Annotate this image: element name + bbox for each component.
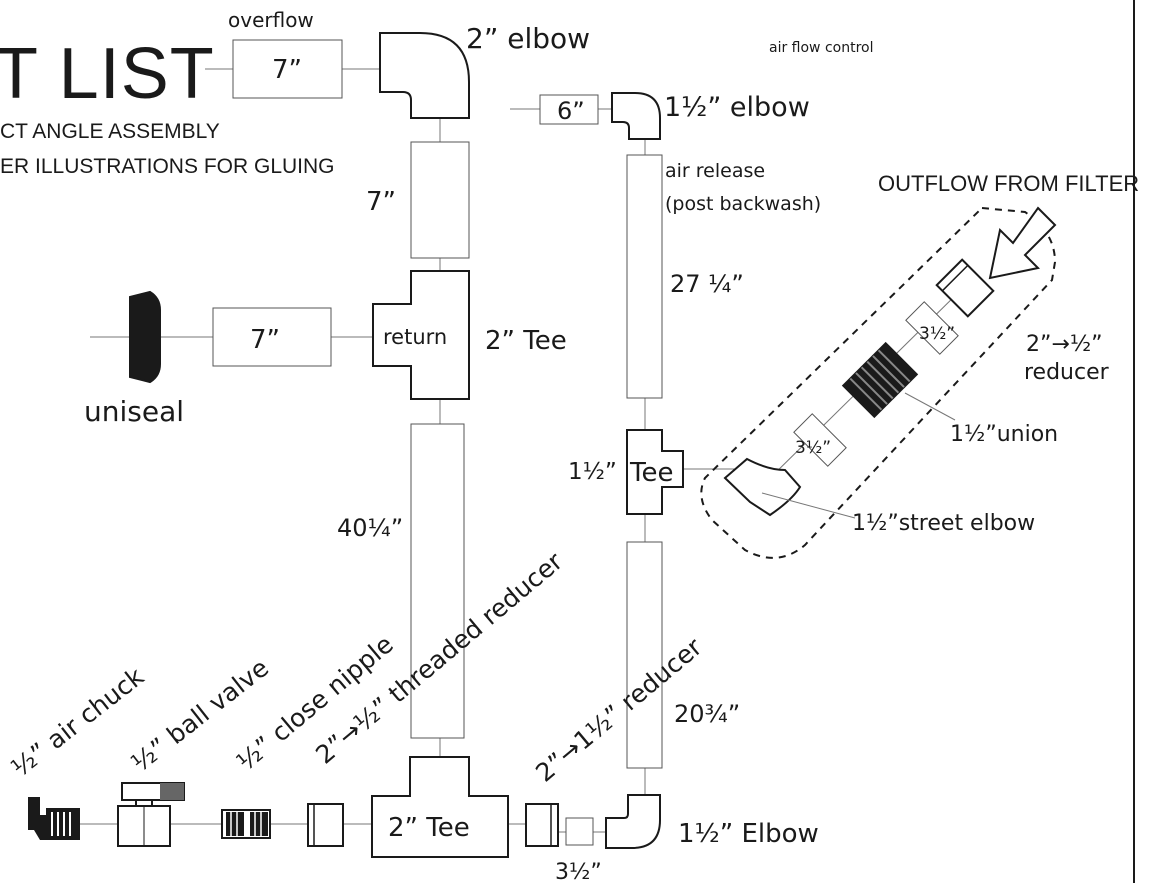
connector-lines — [80, 68, 740, 833]
bottom-short-pipe-length: 3½” — [555, 860, 602, 883]
vertical-pipe-top — [410, 141, 470, 259]
overflow-label: overflow — [228, 8, 314, 32]
elbow-15in-bottom-label: 1½” Elbow — [678, 819, 819, 849]
elbow-15in-bottom — [605, 794, 661, 849]
tee-2in-bottom — [371, 756, 509, 858]
reducer-2-to-half-label-a: 2”→½” — [1026, 332, 1103, 357]
lower-right-pipe-length: 20¾” — [674, 700, 740, 728]
vertical-pipe-top-length: 7” — [366, 187, 396, 217]
return-pipe — [212, 307, 332, 367]
threaded-reducer-fitting — [307, 803, 344, 847]
air-release-pipe — [626, 154, 663, 399]
uniseal-fitting — [129, 290, 161, 384]
page-title: T LIST — [0, 34, 215, 114]
reducer-2-to-half-label-b: reducer — [1024, 360, 1110, 385]
lower-right-pipe — [626, 541, 663, 769]
tee-2in-bottom-label: 2” Tee — [388, 813, 470, 843]
tee-2in-top-label: 2” Tee — [485, 326, 567, 356]
tee-15in — [626, 429, 684, 515]
tee-2in-return — [372, 270, 470, 400]
bottom-short-pipe — [565, 817, 594, 846]
air-pipe — [539, 94, 599, 125]
elbow-15in-top — [611, 92, 661, 140]
diag-upper-pipe — [905, 301, 959, 355]
outflow-from-filter-label: OUTFLOW FROM FILTER — [878, 171, 1139, 196]
air-release-label-2: (post backwash) — [665, 193, 821, 215]
reducer-2-to-15-fitting — [525, 803, 559, 847]
outflow-arrow — [988, 206, 1057, 280]
tee-15in-size-label: 1½” — [568, 459, 617, 485]
air-release-label-1: air release — [665, 160, 765, 182]
air-flow-control-label: air flow control — [769, 40, 874, 56]
street-elbow-label: 1½”street elbow — [852, 511, 1035, 536]
elbow-2in-top — [379, 32, 470, 119]
elbow-2in-label: 2” elbow — [466, 22, 590, 55]
union-label: 1½”union — [950, 422, 1058, 447]
diag-lower-pipe-length: 3½” — [795, 438, 831, 458]
reducer-2-to-half-diagonal — [935, 258, 995, 318]
return-label: return — [383, 325, 447, 349]
air-chuck-label: ½” air chuck — [6, 661, 150, 782]
union-fitting — [841, 341, 919, 419]
subtitle-line-1: CT ANGLE ASSEMBLY — [0, 120, 220, 143]
uniseal-label: uniseal — [84, 395, 184, 428]
overflow-pipe-length: 7” — [272, 55, 302, 85]
tee-15in-word-label: Tee — [629, 458, 673, 488]
subtitle-line-2: ER ILLUSTRATIONS FOR GLUING — [0, 155, 335, 178]
main-vertical-pipe-length: 40¼” — [337, 514, 403, 542]
return-pipe-length: 7” — [250, 325, 280, 355]
ball-valve-fitting — [117, 782, 185, 847]
overflow-pipe — [232, 39, 343, 99]
diag-lower-pipe — [793, 413, 847, 467]
diag-upper-pipe-length: 3½” — [919, 324, 955, 344]
street-elbow-fitting — [723, 457, 802, 517]
outflow-dashed-boundary — [700, 206, 1057, 559]
air-pipe-length: 6” — [557, 97, 585, 125]
air-chuck-fitting — [28, 797, 80, 840]
close-nipple-fitting — [221, 809, 271, 839]
elbow-15in-top-label: 1½” elbow — [664, 92, 810, 123]
air-release-pipe-length: 27 ¼” — [670, 270, 744, 298]
main-vertical-pipe — [410, 423, 465, 739]
